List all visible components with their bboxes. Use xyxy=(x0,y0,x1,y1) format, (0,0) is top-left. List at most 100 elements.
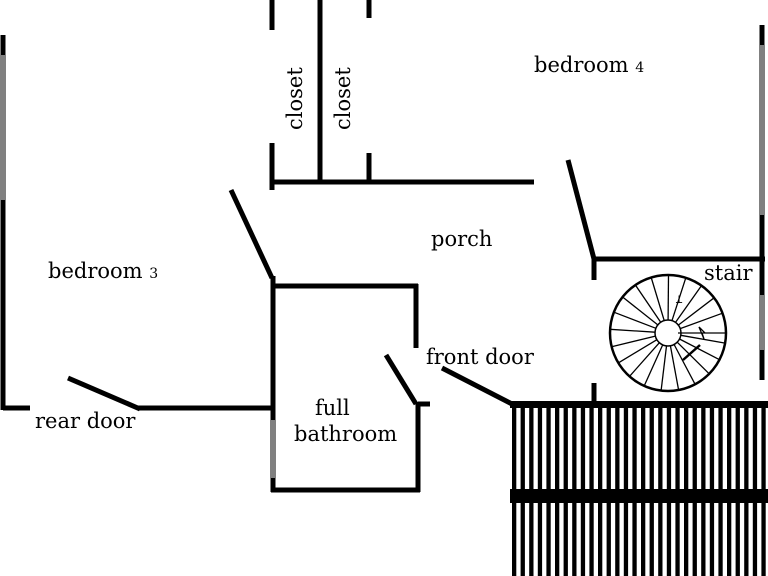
deck-plank-lower xyxy=(692,503,697,576)
deck-plank-upper xyxy=(623,408,629,489)
deck-plank-lower xyxy=(761,503,766,576)
deck-mid-rail xyxy=(510,489,768,503)
deck-plank-lower xyxy=(563,503,568,576)
deck-plank-upper xyxy=(692,408,697,489)
stair-tread xyxy=(613,311,657,329)
stair-tread xyxy=(671,277,687,321)
deck-plank-upper xyxy=(563,408,568,489)
deck-plank-lower xyxy=(666,503,672,576)
deck-plank-upper xyxy=(520,408,525,489)
deck-plank-upper xyxy=(580,408,586,489)
deck-plank-lower xyxy=(752,503,758,576)
stair-tread xyxy=(660,345,668,391)
deck-plank-upper xyxy=(537,408,543,489)
stair-up-mark: ꓕ xyxy=(675,295,683,306)
deck-plank-lower xyxy=(701,503,706,576)
deck-plank-upper xyxy=(555,408,560,489)
stair-tread xyxy=(677,297,715,326)
door-bedroom3 xyxy=(228,188,275,280)
stair-tread xyxy=(634,284,662,323)
deck-plank-upper xyxy=(641,408,646,489)
stair-tread xyxy=(622,296,659,326)
deck-plank-upper xyxy=(744,408,749,489)
deck-plank-lower xyxy=(735,503,740,576)
deck-plank-upper xyxy=(572,408,577,489)
door-front xyxy=(440,365,514,407)
deck-plank-lower xyxy=(709,503,715,576)
stair-treads xyxy=(610,274,726,391)
deck-plank-upper xyxy=(752,408,758,489)
door-bathroom xyxy=(383,353,419,406)
deck-plank-upper xyxy=(632,408,637,489)
door-bedroom4 xyxy=(565,159,597,260)
porch-label: porch xyxy=(431,227,492,251)
walls xyxy=(0,0,765,493)
deck-plank-upper xyxy=(675,408,680,489)
deck-plank-upper xyxy=(658,408,663,489)
stair-tread xyxy=(610,328,656,333)
deck-plank-lower xyxy=(580,503,586,576)
deck-plank-lower xyxy=(744,503,749,576)
stair-tread xyxy=(669,345,680,391)
deck-plank-lower xyxy=(572,503,577,576)
deck-plank-upper xyxy=(666,408,672,489)
bedroom4-label: bedroom 4 xyxy=(534,53,644,77)
deck-plank-lower xyxy=(512,503,517,576)
stair-tread xyxy=(679,338,720,361)
deck-plank-upper xyxy=(709,408,715,489)
deck-planks xyxy=(512,408,766,576)
deck-plank-lower xyxy=(606,503,611,576)
closet-right-label: closet xyxy=(331,67,355,130)
deck-plank-lower xyxy=(529,503,534,576)
deck-plank-upper xyxy=(615,408,620,489)
deck-top-rail xyxy=(510,401,768,408)
stair-label: stair xyxy=(704,261,753,285)
deck-plank-lower xyxy=(589,503,594,576)
deck-plank-upper xyxy=(718,408,723,489)
stair-break-line xyxy=(678,326,726,340)
deck-plank-upper xyxy=(606,408,611,489)
deck-plank-lower xyxy=(649,503,654,576)
deck-plank-lower xyxy=(555,503,560,576)
bedroom3-label: bedroom 3 xyxy=(48,259,158,283)
deck-plank-upper xyxy=(649,408,654,489)
rear-door-label: rear door xyxy=(35,409,136,433)
stair-tread xyxy=(629,342,660,377)
deck-plank-upper xyxy=(727,408,732,489)
stair-tread xyxy=(617,339,658,364)
stair-tread xyxy=(643,344,664,387)
deck-plank-lower xyxy=(537,503,543,576)
deck-plank-lower xyxy=(520,503,525,576)
deck-plank-upper xyxy=(701,408,706,489)
bathroom-label-line1: full xyxy=(315,396,350,420)
deck-planks-icon xyxy=(510,401,768,576)
closet-left-label: closet xyxy=(283,67,307,130)
deck-plank-upper xyxy=(684,408,689,489)
deck-plank-lower xyxy=(727,503,732,576)
spiral-staircase-icon: ꓕ xyxy=(608,273,728,393)
deck-plank-upper xyxy=(735,408,740,489)
deck-plank-lower xyxy=(598,503,603,576)
deck-plank-lower xyxy=(623,503,629,576)
deck-plank-upper xyxy=(546,408,551,489)
deck-plank-upper xyxy=(598,408,603,489)
door-rear xyxy=(67,375,141,412)
deck-plank-lower xyxy=(684,503,689,576)
stair-center-post xyxy=(654,319,682,347)
deck-plank-upper xyxy=(589,408,594,489)
deck-plank-lower xyxy=(658,503,663,576)
stair-tread xyxy=(611,335,656,348)
deck-plank-lower xyxy=(632,503,637,576)
deck-plank-upper xyxy=(761,408,766,489)
deck-plank-upper xyxy=(529,408,534,489)
bathroom-label-line2: bathroom xyxy=(294,422,397,446)
deck-plank-lower xyxy=(546,503,551,576)
stair-tread xyxy=(676,341,710,375)
front-door-label: front door xyxy=(426,345,535,369)
stair-tread xyxy=(680,334,726,344)
deck-plank-upper xyxy=(512,408,517,489)
deck-plank-lower xyxy=(641,503,646,576)
deck-plank-lower xyxy=(615,503,620,576)
stair-tread xyxy=(679,312,723,330)
